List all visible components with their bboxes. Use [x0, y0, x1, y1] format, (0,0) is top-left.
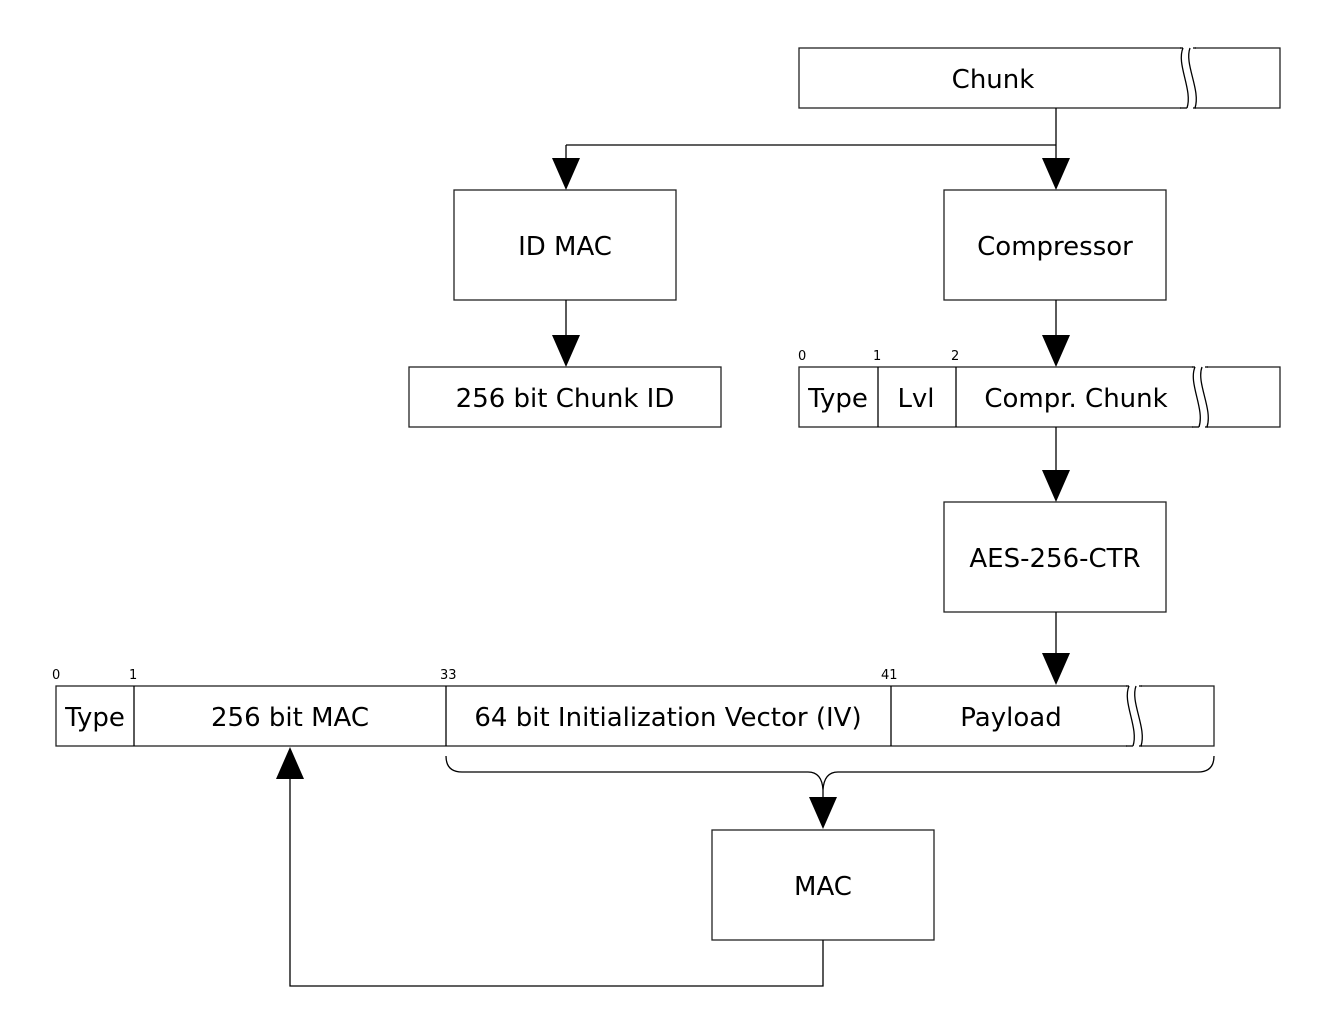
iv-payload-brace	[445, 755, 1215, 791]
compressed-offset-0: 0	[798, 349, 806, 364]
mac-label: MAC	[794, 872, 852, 902]
output-field-payload: Payload	[960, 703, 1061, 733]
compressed-offset-1: 1	[873, 349, 881, 364]
mac-feedback-arrow	[276, 747, 824, 987]
compressed-field-chunk: Compr. Chunk	[984, 384, 1167, 414]
idmac-to-chunkid-arrow	[552, 300, 580, 367]
output-break-mark	[1126, 685, 1143, 747]
chunk-break-mark	[1180, 47, 1197, 109]
chunk-id-box: 256 bit Chunk ID	[408, 366, 722, 428]
compressor-label: Compressor	[977, 232, 1133, 262]
aes-label: AES-256-CTR	[969, 544, 1140, 574]
compressed-record: 0 1 2 Type Lvl Compr. Chunk	[798, 349, 1281, 429]
output-offset-41: 41	[881, 668, 898, 683]
chunk-id-label: 256 bit Chunk ID	[456, 384, 675, 414]
output-field-type: Type	[64, 703, 125, 733]
compressor-to-record-arrow	[1042, 300, 1070, 367]
compressed-break-mark	[1192, 366, 1209, 428]
brace-to-mac-arrow	[809, 790, 837, 829]
id-mac-box: ID MAC	[453, 189, 677, 301]
chunk-box: Chunk	[798, 46, 1281, 110]
output-offset-0: 0	[52, 668, 60, 683]
chunk-split-connector	[552, 108, 1070, 190]
compressor-box: Compressor	[943, 189, 1167, 301]
output-field-mac: 256 bit MAC	[211, 703, 369, 733]
output-field-iv: 64 bit Initialization Vector (IV)	[474, 703, 861, 733]
compressed-offset-2: 2	[951, 349, 959, 364]
aes-box: AES-256-CTR	[943, 501, 1167, 613]
compressed-field-lvl: Lvl	[897, 384, 934, 414]
output-record: 0 1 33 41 Type 256 bit MAC 64 bit Initia…	[52, 668, 1215, 748]
output-offset-1: 1	[129, 668, 137, 683]
id-mac-label: ID MAC	[518, 232, 612, 262]
aes-to-payload-arrow	[1042, 612, 1070, 685]
record-to-aes-arrow	[1042, 427, 1070, 502]
compressed-field-type: Type	[807, 384, 868, 414]
chunk-label: Chunk	[952, 65, 1035, 95]
mac-box: MAC	[711, 829, 935, 941]
output-offset-33: 33	[440, 668, 457, 683]
